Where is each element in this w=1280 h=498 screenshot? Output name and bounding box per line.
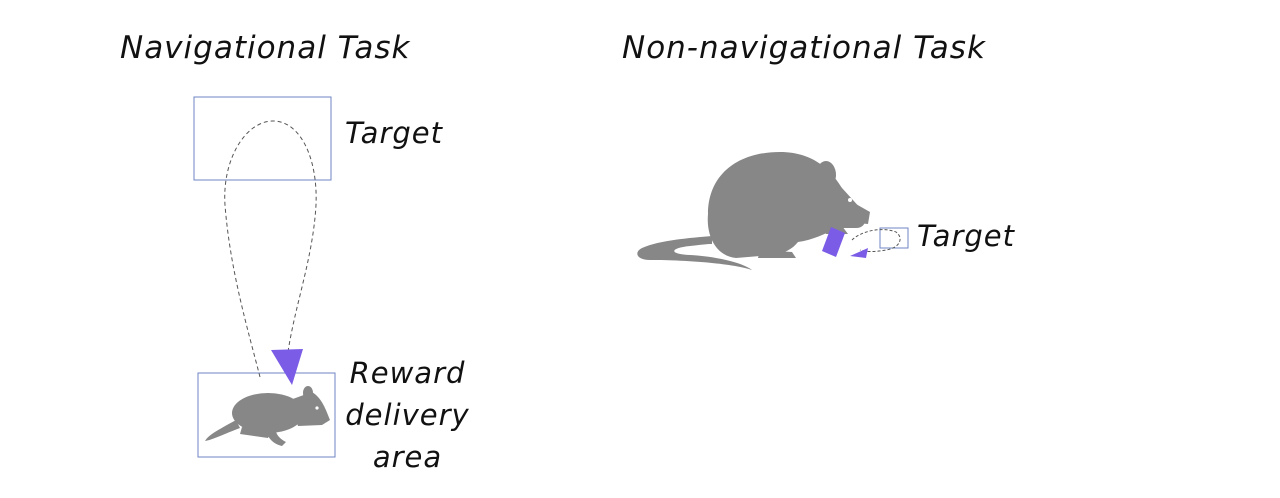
non-navigational-task-title: Non-navigational Task (622, 30, 986, 66)
nav-target-box (194, 97, 331, 180)
nav-arrowhead-icon (271, 349, 303, 385)
rat-large-eye (848, 198, 852, 202)
reward-label-line-2: delivery (345, 394, 470, 436)
nonnav-target-box (880, 228, 908, 248)
nonnav-arrowhead-icon (850, 248, 868, 258)
nonnav-target-label: Target (917, 219, 1015, 253)
nav-trajectory-path (225, 121, 316, 377)
reward-delivery-area-label: Reward delivery area (345, 352, 470, 478)
reward-label-line-3: area (345, 436, 470, 478)
nonnav-trajectory-path (852, 230, 900, 252)
rat-small-icon (205, 386, 330, 446)
reward-label-line-1: Reward (345, 352, 470, 394)
nav-target-label: Target (345, 116, 443, 150)
navigational-task-title: Navigational Task (120, 30, 410, 66)
